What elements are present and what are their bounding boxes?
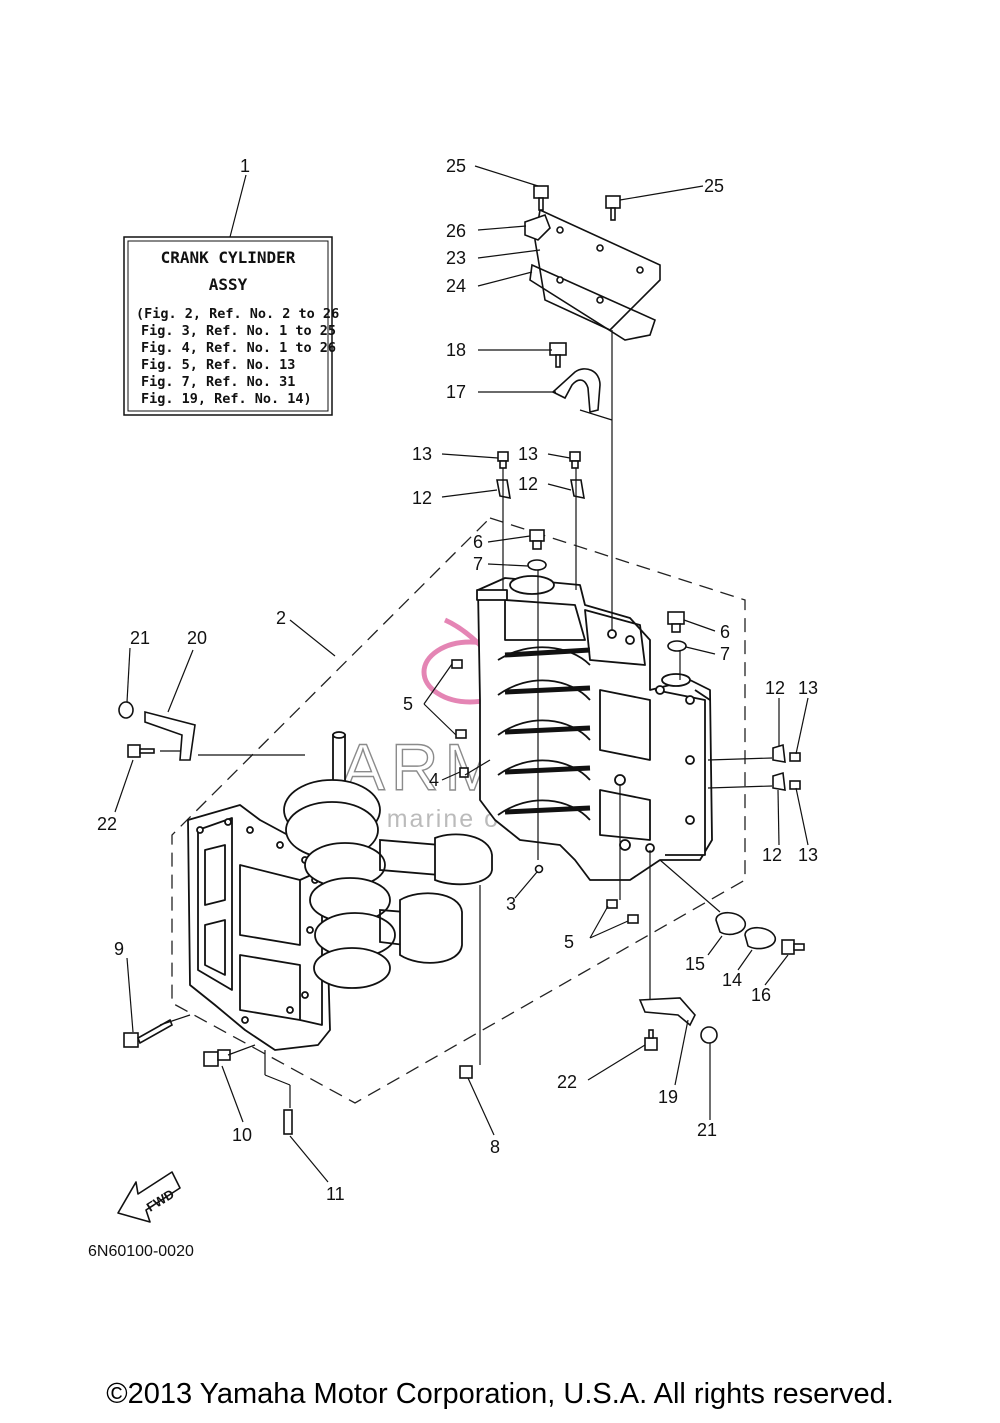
callout-17: 17 (446, 382, 466, 402)
callout-20: 20 (187, 628, 207, 648)
callout-13: 13 (412, 444, 432, 464)
callout-21: 21 (130, 628, 150, 648)
callout-12: 12 (765, 678, 785, 698)
callout-7: 7 (720, 644, 730, 664)
diagram-code: 6N60100-0020 (88, 1243, 194, 1260)
callout-25: 25 (704, 176, 724, 196)
assembly-ref-line: Fig. 7, Ref. No. 31 (141, 374, 295, 390)
assembly-subtitle: ASSY (209, 275, 248, 294)
callout-12: 12 (412, 488, 432, 508)
callout-2: 2 (276, 608, 286, 628)
callout-13: 13 (798, 845, 818, 865)
small-parts (118, 185, 805, 1135)
callout-25: 25 (446, 156, 466, 176)
cylinder-block (476, 575, 713, 881)
callout-16: 16 (751, 985, 771, 1005)
fwd-arrow-icon: FWD (117, 1171, 181, 1223)
callout-8: 8 (490, 1137, 500, 1157)
callout-11: 11 (326, 1184, 345, 1204)
callout-18: 18 (446, 340, 466, 360)
callout-14: 14 (722, 970, 742, 990)
leader-lines (114, 165, 809, 1183)
crankshaft (283, 731, 493, 989)
callout-12: 12 (518, 474, 538, 494)
assembly-ref-line: Fig. 19, Ref. No. 14) (141, 391, 312, 407)
assembly-ref-line: Fig. 3, Ref. No. 1 to 25 (141, 323, 336, 339)
callout-12: 12 (762, 845, 782, 865)
callout-23: 23 (446, 248, 466, 268)
callout-7: 7 (473, 554, 483, 574)
crankcase (187, 804, 331, 1051)
callout-13: 13 (798, 678, 818, 698)
callout-5: 5 (564, 932, 574, 952)
assembly-ref-line: (Fig. 2, Ref. No. 2 to 26 (136, 306, 339, 322)
assembly-boundary-dashed (171, 517, 746, 1104)
callout-1: 1 (240, 156, 250, 176)
assembly-title: CRANK CYLINDER (161, 248, 296, 267)
callout-4: 4 (429, 770, 439, 790)
assembly-ref-line: Fig. 5, Ref. No. 13 (141, 357, 295, 373)
callout-9: 9 (114, 939, 124, 959)
assembly-ref-line: Fig. 4, Ref. No. 1 to 26 (141, 340, 336, 356)
callout-22: 22 (97, 814, 117, 834)
copyright-notice: ©2013 Yamaha Motor Corporation, U.S.A. A… (106, 1378, 894, 1410)
callout-13: 13 (518, 444, 538, 464)
callout-24: 24 (446, 276, 466, 296)
callout-5: 5 (403, 694, 413, 714)
callout-3: 3 (506, 894, 516, 914)
callout-15: 15 (685, 954, 705, 974)
assembly-info-box: CRANK CYLINDER ASSY (Fig. 2, Ref. No. 2 … (123, 236, 339, 416)
callout-6: 6 (473, 532, 483, 552)
callout-10: 10 (232, 1125, 252, 1145)
callout-19: 19 (658, 1087, 678, 1107)
callout-labels: 1 25 25 26 23 24 18 17 13 13 12 12 6 7 6… (97, 156, 818, 1204)
callout-6: 6 (720, 622, 730, 642)
callout-22: 22 (557, 1072, 577, 1092)
callout-26: 26 (446, 221, 466, 241)
callout-21: 21 (697, 1120, 717, 1140)
